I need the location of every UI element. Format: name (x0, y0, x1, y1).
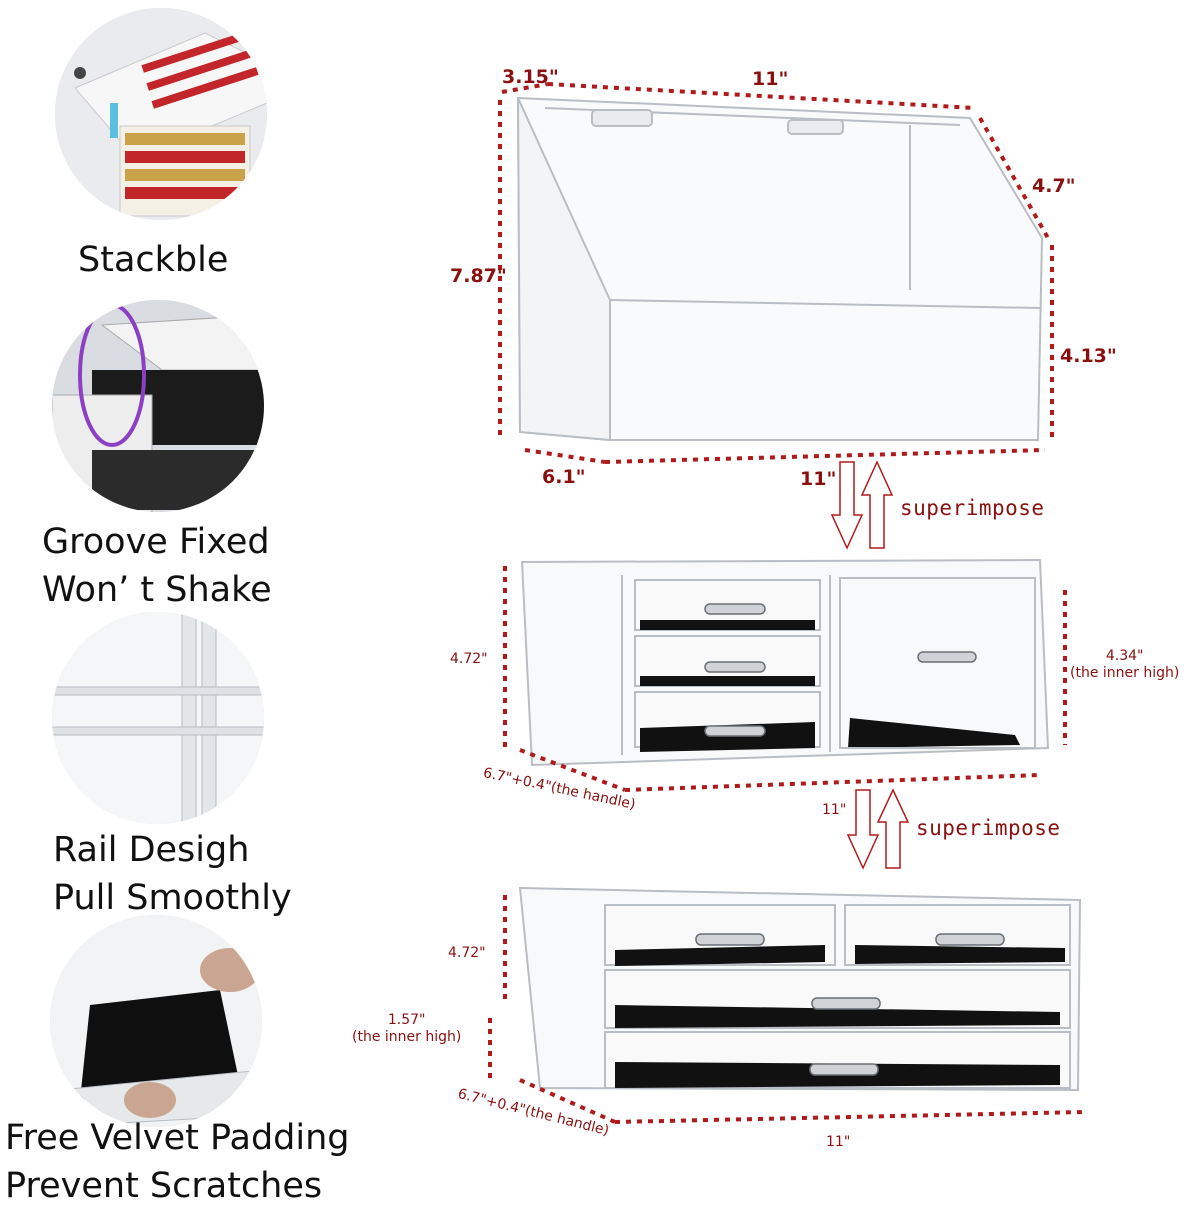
dim-middle-inner-high: 4.34" (the inner high) (1070, 648, 1179, 682)
feature-image-rail (52, 612, 264, 824)
top-unit (516, 96, 1044, 442)
dim-top-slope: 4.7" (1032, 175, 1076, 197)
superimpose-arrows-lower (846, 788, 910, 870)
feature-caption-velvet: Free Velvet Padding Prevent Scratches (5, 1118, 350, 1206)
dim-bottom-inner-high-value: 1.57" (387, 1012, 426, 1028)
feature-caption-stackable: Stackble (78, 240, 229, 280)
dim-bottom-width: 11" (826, 1134, 851, 1150)
dim-middle-width: 11" (822, 802, 847, 818)
dim-bottom-height: 4.72" (448, 945, 486, 961)
dimension-lines (488, 82, 1086, 1124)
feature-caption-rail: Rail Desigh Pull Smoothly (53, 830, 292, 918)
dim-top-depth-top: 3.15" (502, 66, 559, 88)
dim-top-depth-bottom: 6.1" (542, 466, 586, 488)
superimpose-label-upper: superimpose (900, 496, 1045, 520)
dim-top-height-total: 7.87" (450, 265, 507, 287)
dim-bottom-inner-high-note: (the inner high) (352, 1029, 462, 1045)
dim-top-width-top: 11" (752, 68, 789, 90)
superimpose-arrows-upper (830, 460, 894, 550)
dim-top-height-front: 4.13" (1060, 345, 1117, 367)
feature-caption-groove: Groove Fixed Won’ t Shake (42, 522, 272, 610)
middle-handles (704, 603, 977, 737)
bottom-unit (518, 886, 1082, 1092)
feature-image-groove (52, 300, 264, 512)
middle-unit (520, 558, 1050, 767)
dim-bottom-inner-high: 1.57" (the inner high) (352, 1012, 461, 1046)
dim-middle-inner-high-note: (the inner high) (1070, 665, 1180, 681)
superimpose-label-lower: superimpose (916, 816, 1061, 840)
feature-image-velvet (50, 915, 262, 1127)
dim-middle-height: 4.72" (450, 651, 488, 667)
dim-top-width-bottom: 11" (800, 468, 837, 490)
bottom-handles (695, 933, 1005, 1076)
dim-middle-inner-high-value: 4.34" (1105, 648, 1144, 664)
